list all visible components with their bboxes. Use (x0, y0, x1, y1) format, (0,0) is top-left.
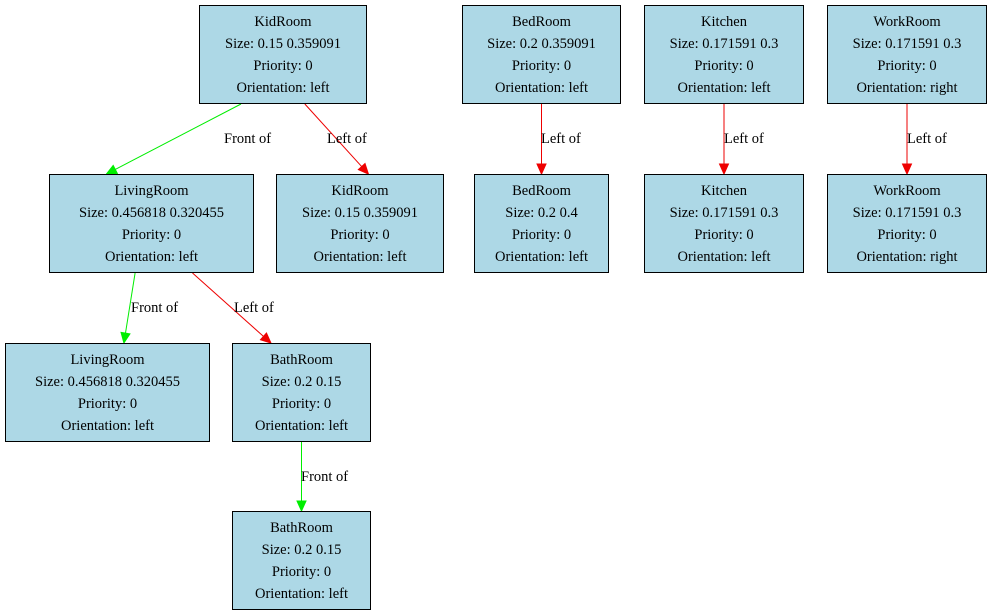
node-priority: Priority: 0 (121, 227, 182, 243)
node-title: WorkRoom (873, 183, 941, 199)
edge-label-left-of: Left of (724, 131, 764, 147)
node-kidroom-left: KidRoom Size: 0.15 0.359091 Priority: 0 … (276, 174, 444, 273)
edge-label-left-of: Left of (234, 300, 274, 316)
edge-front-arrowhead (296, 500, 307, 513)
edge-left-arrowhead (259, 332, 272, 344)
node-title: BathRoom (270, 520, 333, 536)
edge-left-arrowhead (536, 163, 547, 176)
node-size: Size: 0.15 0.359091 (225, 36, 341, 52)
node-title: KidRoom (331, 183, 389, 199)
node-priority: Priority: 0 (511, 227, 572, 243)
edge-label-left-of: Left of (541, 131, 581, 147)
edge-front-arrowhead (105, 164, 119, 175)
node-size: Size: 0.2 0.15 (261, 374, 342, 390)
edge-front-arrowhead (120, 331, 131, 345)
node-size: Size: 0.171591 0.3 (852, 36, 962, 52)
edge-front-line (124, 272, 136, 334)
node-title: LivingRoom (70, 352, 145, 368)
node-priority: Priority: 0 (330, 227, 390, 243)
node-title: LivingRoom (114, 183, 189, 199)
node-orientation: Orientation: left (677, 249, 771, 265)
node-priority: Priority: 0 (877, 227, 937, 243)
node-orientation: Orientation: left (254, 418, 348, 434)
node-orientation: Orientation: left (254, 586, 348, 602)
edge-label-left-of: Left of (907, 131, 947, 147)
node-orientation: Orientation: right (856, 80, 958, 96)
node-title: BathRoom (270, 352, 333, 368)
node-kidroom: KidRoom Size: 0.15 0.359091 Priority: 0 … (199, 5, 367, 104)
node-orientation: Orientation: left (494, 249, 588, 265)
node-workroom-left: WorkRoom Size: 0.171591 0.3 Priority: 0 … (827, 174, 987, 273)
node-size: Size: 0.171591 0.3 (669, 36, 779, 52)
node-size: Size: 0.2 0.4 (505, 205, 578, 221)
node-bedroom-left: BedRoom Size: 0.2 0.4 Priority: 0 Orient… (474, 174, 609, 273)
edge-left-line (192, 272, 264, 337)
node-size: Size: 0.171591 0.3 (852, 205, 962, 221)
node-bathroom-front: BathRoom Size: 0.2 0.15 Priority: 0 Orie… (232, 511, 371, 610)
node-priority: Priority: 0 (253, 58, 313, 74)
edge-label-front-of: Front of (224, 131, 272, 147)
node-orientation: Orientation: left (494, 80, 588, 96)
node-orientation: Orientation: right (856, 249, 958, 265)
node-orientation: Orientation: left (236, 80, 330, 96)
node-size: Size: 0.2 0.359091 (487, 36, 596, 52)
node-orientation: Orientation: left (677, 80, 771, 96)
node-title: KidRoom (254, 14, 312, 30)
node-size: Size: 0.171591 0.3 (669, 205, 779, 221)
edge-label-front-of: Front of (301, 469, 349, 485)
node-size: Size: 0.456818 0.320455 (35, 374, 180, 390)
edge-left-arrowhead (718, 163, 730, 176)
node-priority: Priority: 0 (77, 396, 138, 412)
node-priority: Priority: 0 (271, 564, 332, 580)
node-title: Kitchen (701, 183, 747, 199)
node-kitchen: Kitchen Size: 0.171591 0.3 Priority: 0 O… (644, 5, 804, 104)
node-bathroom: BathRoom Size: 0.2 0.15 Priority: 0 Orie… (232, 343, 371, 442)
node-priority: Priority: 0 (271, 396, 332, 412)
node-size: Size: 0.456818 0.320455 (79, 205, 224, 221)
edge-front-line (115, 103, 242, 170)
node-priority: Priority: 0 (694, 227, 754, 243)
node-title: BedRoom (512, 183, 571, 199)
node-size: Size: 0.15 0.359091 (302, 205, 418, 221)
node-livingroom-front: LivingRoom Size: 0.456818 0.320455 Prior… (5, 343, 210, 442)
node-title: BedRoom (512, 14, 571, 30)
edge-left-arrowhead (357, 162, 370, 175)
node-livingroom: LivingRoom Size: 0.456818 0.320455 Prior… (49, 174, 254, 273)
node-size: Size: 0.2 0.15 (261, 542, 342, 558)
node-bedroom: BedRoom Size: 0.2 0.359091 Priority: 0 O… (462, 5, 621, 104)
edge-label-front-of: Front of (131, 300, 179, 316)
node-orientation: Orientation: left (313, 249, 407, 265)
node-orientation: Orientation: left (104, 249, 198, 265)
edge-left-arrowhead (901, 163, 913, 176)
node-workroom: WorkRoom Size: 0.171591 0.3 Priority: 0 … (827, 5, 987, 104)
edge-left-line (304, 103, 363, 167)
node-title: WorkRoom (873, 14, 941, 30)
node-priority: Priority: 0 (877, 58, 937, 74)
node-title: Kitchen (701, 14, 747, 30)
node-priority: Priority: 0 (694, 58, 754, 74)
node-kitchen-left: Kitchen Size: 0.171591 0.3 Priority: 0 O… (644, 174, 804, 273)
edge-label-left-of: Left of (327, 131, 367, 147)
node-orientation: Orientation: left (60, 418, 154, 434)
node-priority: Priority: 0 (511, 58, 572, 74)
